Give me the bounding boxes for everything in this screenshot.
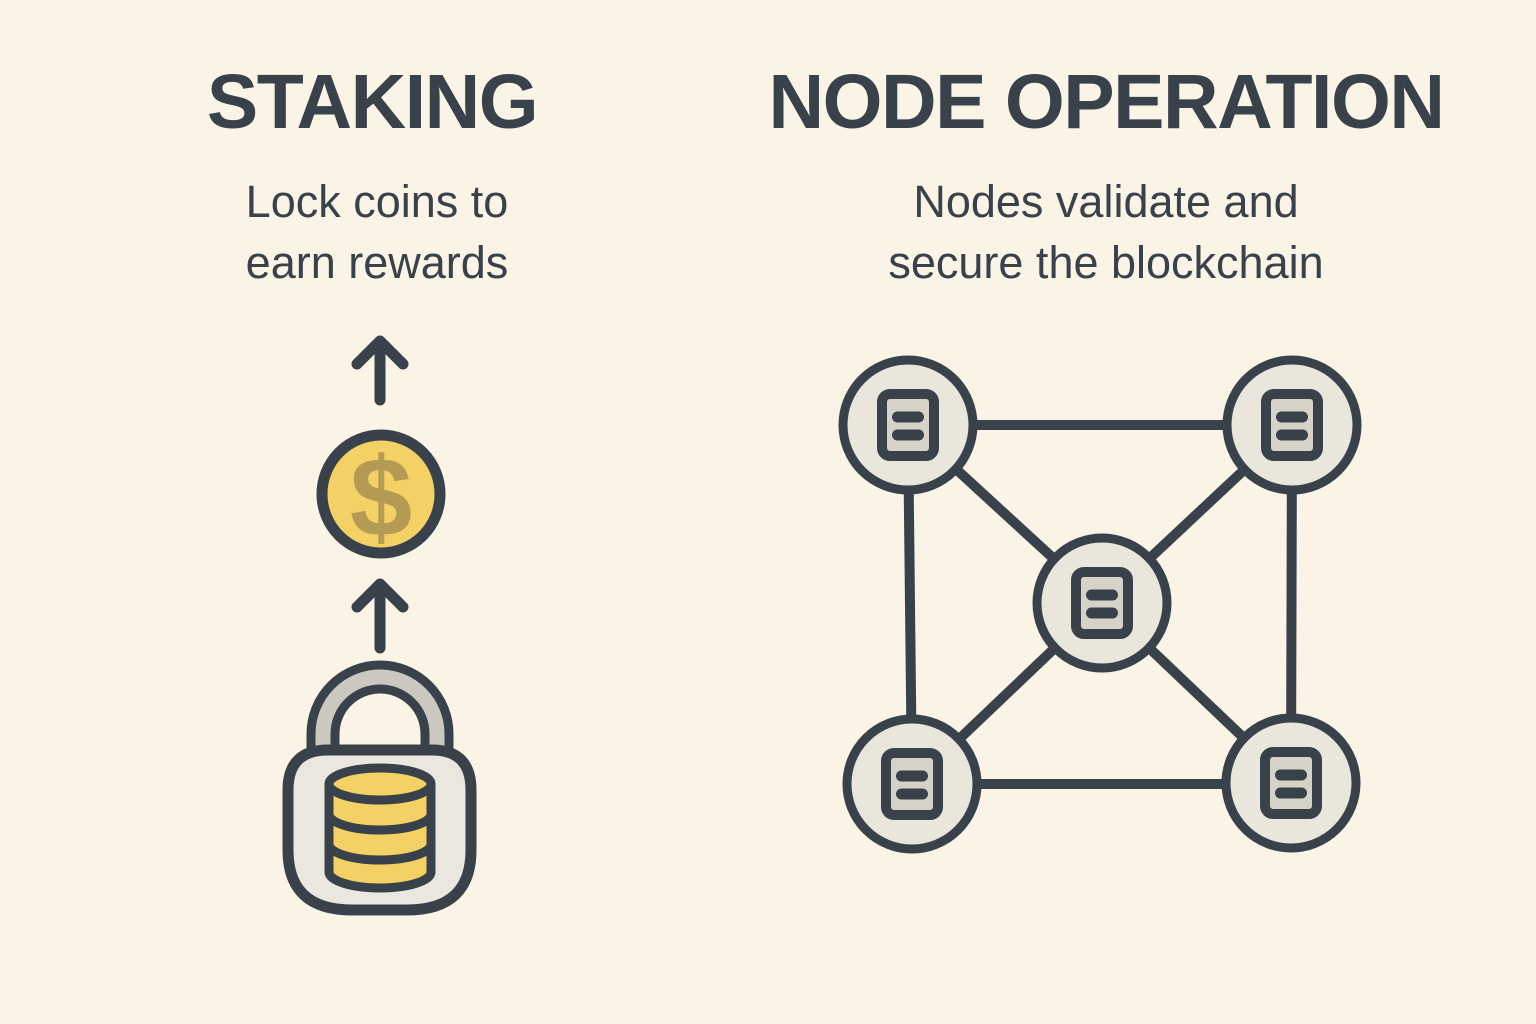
block-icon — [877, 389, 939, 461]
node-bottom-right — [1221, 713, 1361, 853]
block-outline — [1071, 567, 1133, 639]
block-line — [1275, 769, 1307, 781]
arrow-up-icon — [351, 335, 409, 406]
node-operation-subtitle-line1: Nodes validate and — [913, 176, 1299, 227]
padlock-shackle-band — [315, 669, 445, 756]
block-line — [896, 770, 928, 782]
staking-subtitle-line2: earn rewards — [245, 237, 509, 288]
block-line — [1086, 607, 1118, 619]
dollar-sign: $ — [350, 435, 412, 560]
staking-title: STAKING — [206, 59, 539, 145]
block-line — [1276, 411, 1308, 423]
node-bottom-left — [842, 714, 982, 854]
node-operation-subtitle-line2: secure the blockchain — [888, 237, 1324, 288]
coin-stack-top — [324, 763, 436, 805]
block-line — [1276, 429, 1308, 441]
coin-stack-divider — [324, 843, 436, 865]
block-outline — [877, 389, 939, 461]
node-network-graphic — [838, 355, 1362, 854]
coin-stack-divider — [324, 813, 436, 835]
node-operation-subtitle: Nodes validate and secure the blockchain — [888, 171, 1323, 293]
block-outline — [1260, 747, 1322, 819]
block-line — [896, 788, 928, 800]
staking-subtitle: Lock coins to earn rewards — [246, 171, 509, 293]
staking-subtitle-line1: Lock coins to — [245, 176, 509, 227]
arrow-up-icon — [351, 578, 409, 654]
block-icon — [881, 748, 943, 820]
block-outline — [881, 748, 943, 820]
block-line — [892, 411, 924, 423]
coin-stack-icon — [324, 763, 436, 893]
node-center — [1032, 533, 1172, 673]
node-top-left — [838, 355, 978, 495]
padlock-icon — [282, 660, 477, 916]
block-line — [1275, 787, 1307, 799]
coin-circle — [316, 429, 446, 559]
block-icon — [1261, 389, 1323, 461]
staking-graphic: $ — [282, 335, 477, 916]
block-icon — [1071, 567, 1133, 639]
coin-icon: $ — [316, 429, 446, 560]
node-operation-title: NODE OPERATION — [768, 59, 1445, 145]
network-edges — [903, 420, 1297, 789]
block-line — [892, 429, 924, 441]
node-top-right — [1222, 355, 1362, 495]
block-line — [1086, 589, 1118, 601]
block-outline — [1261, 389, 1323, 461]
block-icon — [1260, 747, 1322, 819]
